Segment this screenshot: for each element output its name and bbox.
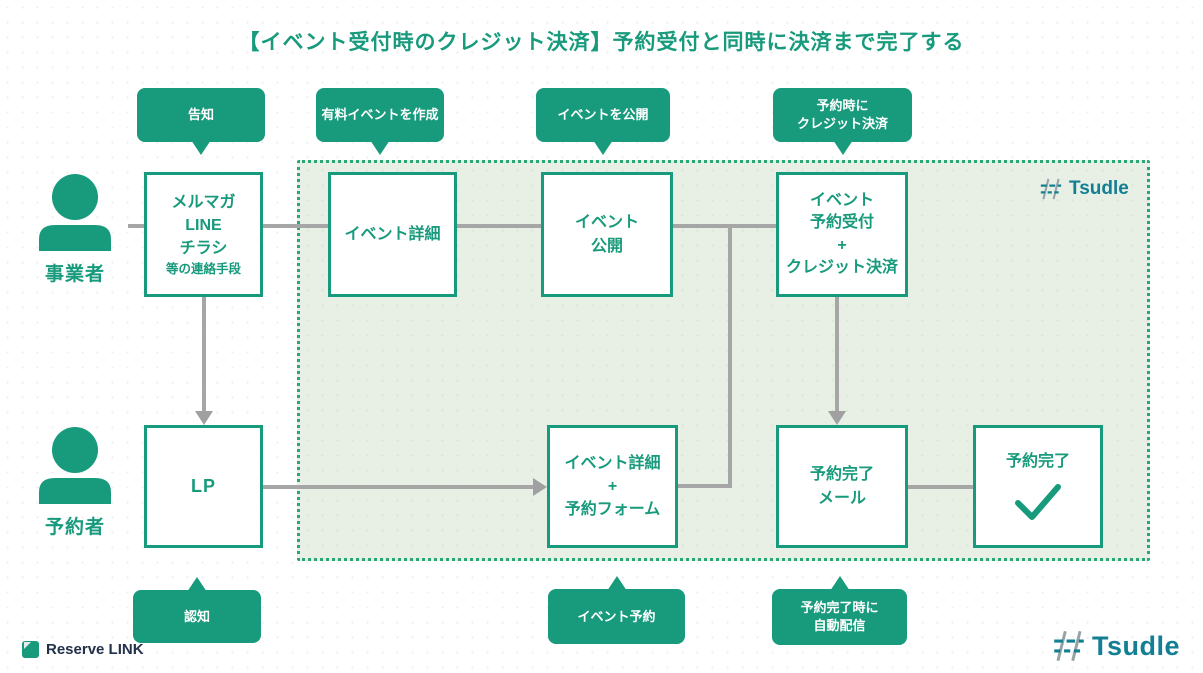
callout-tail-icon xyxy=(832,140,853,155)
callout-announce-label: 告知 xyxy=(187,107,214,123)
box-contact-line1: メルマガ xyxy=(171,193,236,211)
box-event-publish: イベント 公開 xyxy=(541,172,673,297)
page-title: 【イベント受付時のクレジット決済】予約受付と同時に決済まで完了する xyxy=(238,31,965,54)
reserve-link-icon xyxy=(22,641,39,658)
connector-reservation-mail xyxy=(835,297,839,413)
callout-create-paid-event: 有料イベントを作成 xyxy=(316,88,444,155)
tsudle-logo-text: Tsudle xyxy=(1092,630,1181,661)
callout-awareness: 認知 xyxy=(133,577,261,643)
connector-contact-detail xyxy=(263,224,328,228)
person-icon xyxy=(39,174,111,251)
actor-business: 事業者 xyxy=(25,173,125,286)
reserve-link-text: Reserve LINK xyxy=(46,641,144,658)
checkmark-icon xyxy=(1015,484,1061,521)
callout-tail-icon xyxy=(187,577,207,592)
callout-tail-icon xyxy=(593,140,613,155)
box-detail-form: イベント詳細 + 予約フォーム xyxy=(547,425,678,548)
actor-business-label: 事業者 xyxy=(44,264,105,285)
callout-tail-icon xyxy=(191,140,211,155)
connector-branch-to-form xyxy=(678,484,732,488)
callout-create-paid-event-label: 有料イベントを作成 xyxy=(321,107,439,123)
callout-event-reservation: イベント予約 xyxy=(548,576,685,644)
connector-lp-form xyxy=(263,485,534,489)
callout-credit-at-booking: 予約時に クレジット決済 xyxy=(773,88,912,155)
box-reservation-complete: 予約完了 xyxy=(973,425,1103,548)
actor-customer-label: 予約者 xyxy=(44,517,105,538)
box-complete-mail-line1: 予約完了 xyxy=(809,466,874,484)
callout-auto-delivery-line1: 予約完了時に xyxy=(800,600,879,616)
box-contact-line3: チラシ xyxy=(179,240,228,258)
arrowhead-lp-form xyxy=(533,478,547,496)
box-complete-mail: 予約完了 メール xyxy=(776,425,908,548)
tsudle-logo-inner: Tsudle xyxy=(1040,178,1129,200)
person-icon xyxy=(39,427,111,504)
callout-publish-event-label: イベントを公開 xyxy=(557,107,649,123)
callout-credit-at-booking-line2: クレジット決済 xyxy=(796,116,888,131)
box-reservation-complete-label: 予約完了 xyxy=(1005,452,1070,470)
connector-business-contact xyxy=(128,224,144,228)
callout-tail-icon xyxy=(829,576,850,591)
tsudle-logo-text: Tsudle xyxy=(1069,178,1129,199)
connector-branch-vertical xyxy=(728,224,732,488)
tsudle-hash-icon xyxy=(1040,178,1062,200)
callout-auto-delivery-line2: 自動配信 xyxy=(813,618,866,633)
box-reservation-payment-line1: イベント xyxy=(809,191,874,209)
reserve-link-logo: Reserve LINK xyxy=(22,641,144,658)
box-detail-form-line1: イベント詳細 xyxy=(564,454,661,472)
box-reservation-payment-line2: 予約受付 xyxy=(809,214,874,232)
callout-event-reservation-label: イベント予約 xyxy=(577,608,656,624)
callout-announce: 告知 xyxy=(137,88,265,155)
callout-tail-icon xyxy=(606,576,627,591)
connector-publish-reservation xyxy=(673,224,776,228)
box-event-detail-label: イベント詳細 xyxy=(344,225,441,243)
arrowhead-reservation-mail xyxy=(828,411,846,425)
callout-credit-at-booking-line1: 予約時に xyxy=(816,98,869,114)
box-reservation-payment-line4: クレジット決済 xyxy=(785,258,898,276)
actor-customer: 予約者 xyxy=(25,426,125,539)
callout-awareness-label: 認知 xyxy=(183,608,210,624)
box-reservation-payment-line3: + xyxy=(837,236,847,254)
callout-publish-event: イベントを公開 xyxy=(536,88,670,155)
box-complete-mail-line2: メール xyxy=(817,489,866,507)
box-detail-form-line2: + xyxy=(607,477,618,495)
box-contact-line2: LINE xyxy=(185,216,222,234)
box-contact-sub: 等の連絡手段 xyxy=(165,262,241,277)
box-detail-form-line3: 予約フォーム xyxy=(564,501,661,519)
box-event-detail: イベント詳細 xyxy=(328,172,457,297)
box-lp-label: LP xyxy=(190,476,216,497)
callout-tail-icon xyxy=(370,140,390,155)
connector-contact-lp xyxy=(202,297,206,413)
callout-auto-delivery: 予約完了時に 自動配信 xyxy=(772,576,907,645)
box-reservation-payment: イベント 予約受付 + クレジット決済 xyxy=(776,172,908,297)
arrowhead-contact-lp xyxy=(195,411,213,425)
connector-detail-publish xyxy=(457,224,541,228)
tsudle-hash-icon xyxy=(1054,630,1084,662)
box-lp: LP xyxy=(144,425,263,548)
box-event-publish-line1: イベント xyxy=(574,214,639,232)
connector-mail-complete xyxy=(908,485,973,489)
tsudle-logo-footer: Tsudle xyxy=(1053,630,1180,662)
box-event-publish-line2: 公開 xyxy=(590,237,623,255)
box-contact-channels: メルマガ LINE チラシ 等の連絡手段 xyxy=(144,172,263,297)
